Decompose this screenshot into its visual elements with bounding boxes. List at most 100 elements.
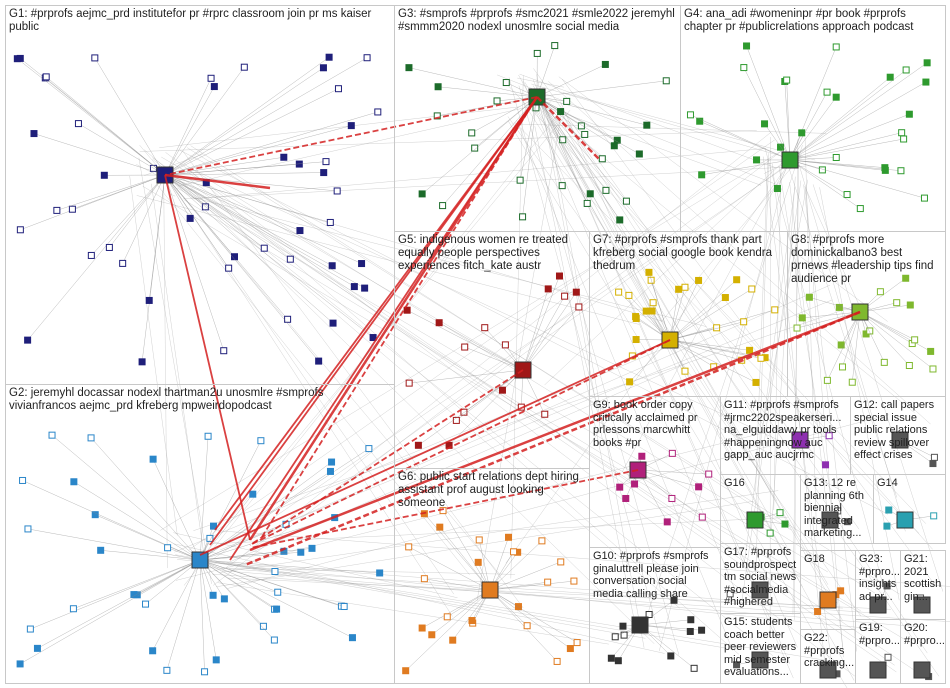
hub-node	[913, 596, 931, 614]
edge	[164, 174, 265, 249]
node	[602, 186, 610, 194]
node	[649, 299, 657, 307]
node	[642, 307, 650, 315]
node	[326, 467, 334, 475]
hub-node	[191, 551, 209, 569]
group-g1-label: G1: #prprofs aejmc_prd institutefor pr #…	[9, 8, 375, 33]
node	[743, 42, 751, 50]
background-edge	[522, 80, 737, 594]
node	[405, 543, 413, 551]
edge	[789, 77, 891, 161]
group-g23-box: G23: #prpro... insights ad pr...	[855, 550, 901, 620]
node	[866, 327, 874, 335]
background-edge	[538, 93, 790, 664]
node	[325, 53, 333, 61]
node	[284, 315, 292, 323]
background-edge	[558, 76, 888, 322]
background-edge	[797, 160, 906, 532]
edge	[522, 306, 580, 371]
edge	[166, 559, 201, 671]
edge	[199, 436, 209, 561]
node	[776, 509, 784, 517]
node	[320, 169, 328, 177]
node	[296, 227, 304, 235]
background-edge	[773, 167, 782, 511]
node	[280, 153, 288, 161]
edge	[164, 78, 212, 176]
node	[201, 668, 209, 676]
background-edge	[217, 582, 609, 645]
edge	[536, 96, 563, 186]
node	[733, 276, 741, 284]
node	[615, 288, 623, 296]
edge	[536, 96, 591, 194]
edge	[199, 559, 380, 574]
group-g16-box: G16	[720, 474, 801, 544]
edge	[536, 96, 607, 191]
node	[271, 568, 279, 576]
node	[220, 595, 228, 603]
background-edge	[560, 101, 798, 648]
node	[145, 296, 153, 304]
node	[740, 64, 748, 72]
node	[783, 76, 791, 84]
node	[33, 644, 41, 652]
background-edge	[521, 98, 778, 502]
edge	[421, 96, 538, 195]
node	[402, 667, 410, 675]
background-edge	[222, 570, 922, 628]
edge	[199, 548, 313, 561]
background-edge	[206, 517, 788, 545]
node	[418, 624, 426, 632]
background-edge	[213, 560, 845, 664]
node	[358, 260, 366, 268]
node	[748, 285, 756, 293]
node	[726, 590, 734, 598]
edge	[164, 174, 355, 287]
edge	[789, 81, 927, 161]
edge	[789, 132, 902, 161]
node	[616, 483, 624, 491]
node	[544, 285, 552, 293]
node	[130, 591, 138, 599]
node	[347, 122, 355, 130]
edge	[90, 437, 201, 561]
edge	[859, 311, 915, 341]
node	[906, 301, 914, 309]
group-g12-label: G12: call papers special issue public re…	[854, 399, 938, 461]
background-edge	[159, 106, 520, 148]
node	[839, 363, 847, 371]
group-g21-label: G21: 2021 scottish gin...	[904, 553, 945, 603]
group-g17-box: G17: #prprofs soundprospect tm social ne…	[720, 543, 801, 614]
node	[695, 483, 703, 491]
background-edge	[129, 175, 178, 536]
node	[686, 627, 694, 635]
edge	[669, 279, 737, 341]
edge	[859, 311, 934, 370]
edge	[701, 159, 791, 176]
edge	[669, 339, 742, 361]
node	[24, 525, 32, 533]
background-edge	[142, 186, 910, 643]
group-g7-box: G7: #prprofs #smprofs thank part kfreber…	[589, 231, 788, 397]
node	[315, 357, 323, 365]
group-g9-label: G9: book order copy critically acclaimed…	[593, 399, 701, 449]
edge	[145, 559, 201, 605]
edge	[199, 559, 275, 572]
group-g7-label: G7: #prprofs #smprofs thank part kfreber…	[593, 234, 776, 272]
background-edge	[144, 149, 680, 609]
group-g10-box: G10: #prprofs #smprofs ginaluttrell plea…	[589, 547, 721, 684]
node	[322, 158, 330, 166]
group-g8-box: G8: #prprofs more dominickalbano3 best p…	[787, 231, 946, 397]
inter-group-edge	[248, 96, 539, 541]
node	[823, 376, 831, 384]
edge	[78, 123, 166, 176]
edge	[56, 174, 166, 211]
background-edge	[819, 187, 900, 601]
edge	[408, 546, 491, 591]
node	[843, 191, 851, 199]
group-g12-box: G12: call papers special issue public re…	[850, 396, 946, 475]
background-edge	[177, 559, 883, 631]
node	[663, 518, 671, 526]
edge	[669, 339, 750, 351]
